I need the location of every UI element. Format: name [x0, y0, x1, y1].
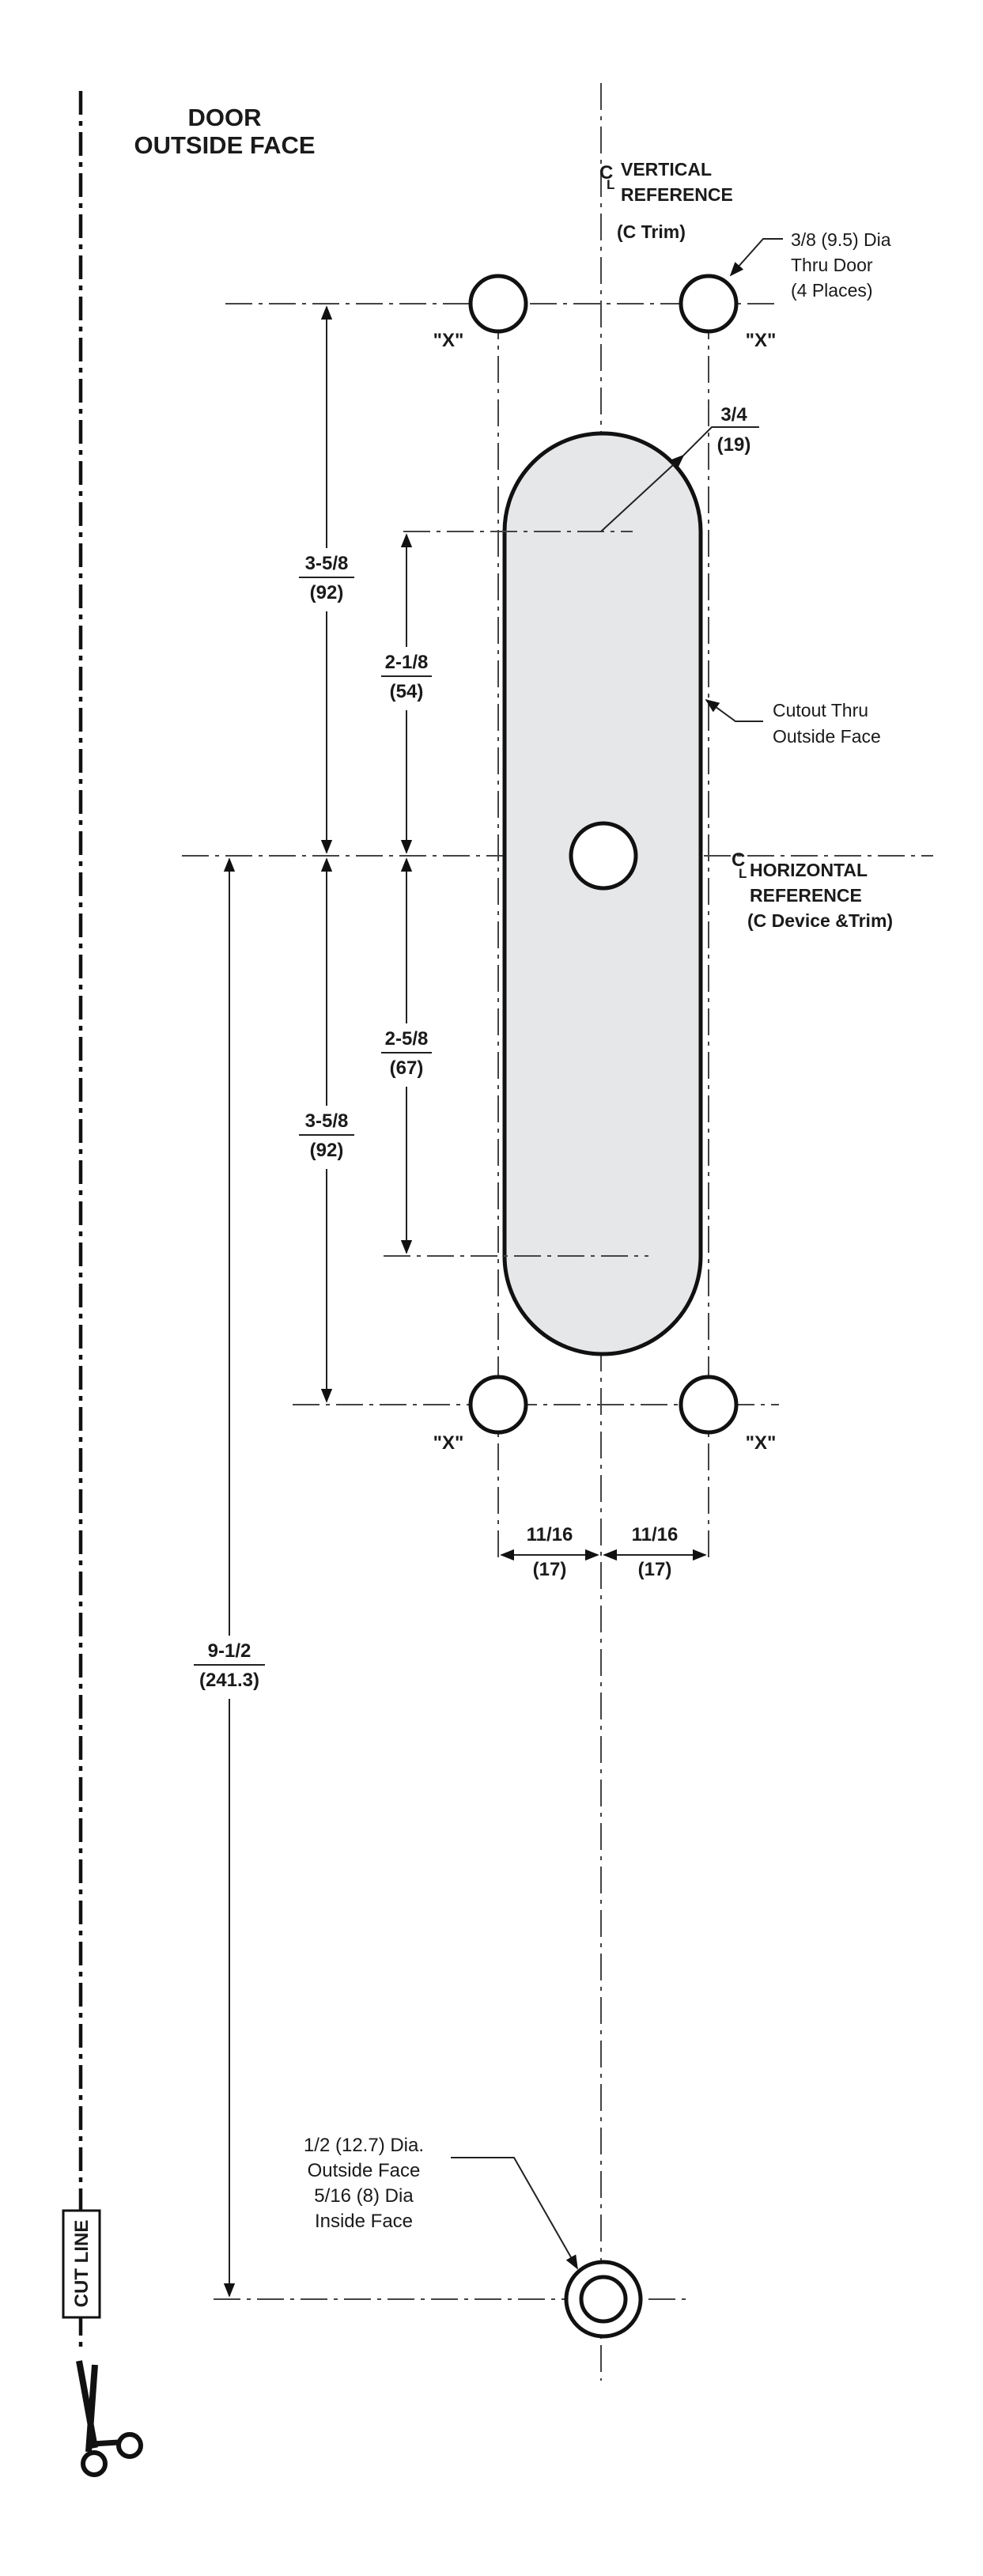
vertical-cl-sub: L	[607, 177, 614, 192]
vertical-cl-symbol: C	[599, 162, 613, 183]
bottom-hole-note: 1/2 (12.7) Dia. Outside Face 5/16 (8) Di…	[304, 2135, 578, 2270]
bottom-hole-line4: Inside Face	[315, 2211, 413, 2232]
through-holes-line3: (4 Places)	[791, 280, 873, 301]
dim-upper-inner-gap	[369, 647, 444, 710]
dim-left-offset: 11/16 (17)	[500, 1524, 599, 1580]
scissors-icon	[76, 2360, 143, 2477]
horizontal-reference-label: C L HORIZONTAL REFERENCE (C Device &Trim…	[732, 849, 893, 931]
dim-overall-gap	[183, 1636, 275, 1699]
through-holes-leader	[729, 238, 783, 277]
dim-overall-inch: 9-1/2	[208, 1640, 251, 1662]
dim-lower-outer-gap	[289, 1106, 365, 1169]
dim-lower-inner: 2-5/8 (67)	[369, 857, 444, 1254]
dim-left-offset-inch: 11/16	[527, 1524, 573, 1545]
horizontal-cl-sub: L	[739, 866, 747, 881]
cut-line-label: CUT LINE	[71, 2220, 93, 2308]
cutout-note: Cutout Thru Outside Face	[705, 698, 881, 747]
dim-upper-outer-inch: 3-5/8	[305, 553, 349, 574]
hole-top-right	[679, 274, 739, 334]
radius-mm: (19)	[717, 434, 751, 456]
dim-left-offset-mm: (17)	[533, 1559, 567, 1580]
horizontal-cl-symbol: C	[732, 849, 745, 871]
horizontal-reference-line2: REFERENCE	[750, 885, 862, 906]
radius-leader-tail	[682, 426, 759, 456]
heading-outside-face: OUTSIDE FACE	[134, 131, 315, 159]
through-holes-note: 3/8 (9.5) Dia Thru Door (4 Places)	[729, 229, 891, 301]
dim-overall-mm: (241.3)	[199, 1670, 259, 1691]
radius-dimension: 3/4 (19)	[600, 404, 759, 532]
cutout-leader	[705, 698, 763, 722]
dim-lower-outer-inch: 3-5/8	[305, 1110, 349, 1132]
dim-upper-outer: 3-5/8 (92)	[289, 305, 365, 854]
vertical-reference-line1: VERTICAL	[621, 159, 712, 180]
bottom-hole-line1: 1/2 (12.7) Dia.	[304, 2135, 424, 2156]
dim-lower-outer-mm: (92)	[310, 1140, 344, 1161]
dim-right-offset: 11/16 (17)	[603, 1524, 707, 1580]
dim-upper-outer-mm: (92)	[310, 582, 344, 603]
x-mark-top-left: "X"	[433, 330, 464, 351]
cutout-note-line2: Outside Face	[773, 726, 881, 747]
center-hole	[569, 821, 638, 891]
heading-door: DOOR	[188, 104, 262, 131]
dim-lower-inner-inch: 2-5/8	[385, 1028, 429, 1050]
vertical-reference-line2: REFERENCE	[621, 184, 733, 205]
dim-upper-inner-mm: (54)	[390, 681, 424, 702]
radius-leader	[600, 454, 685, 532]
dim-right-offset-mm: (17)	[638, 1559, 672, 1580]
bottom-hole-leader	[451, 2157, 578, 2270]
cut-line-box	[62, 2209, 101, 2319]
cutout-note-line1: Cutout Thru	[773, 700, 868, 721]
bottom-hole-inner	[579, 2275, 628, 2324]
dim-upper-inner-inch: 2-1/8	[385, 652, 429, 673]
vertical-reference-trim: (C Trim)	[617, 221, 686, 242]
dim-lower-inner-gap	[369, 1023, 444, 1087]
hole-top-left	[468, 274, 528, 334]
dim-overall: 9-1/2 (241.3)	[183, 857, 275, 2298]
cutout-outline	[502, 431, 703, 1356]
radius-inch: 3/4	[720, 404, 747, 426]
through-holes-line1: 3/8 (9.5) Dia	[791, 229, 891, 250]
bottom-hole-line2: Outside Face	[308, 2160, 421, 2181]
vertical-reference-label: C L VERTICAL REFERENCE (C Trim)	[599, 159, 733, 242]
horizontal-reference-device: (C Device &Trim)	[747, 910, 893, 931]
horizontal-reference-line1: HORIZONTAL	[750, 860, 868, 880]
dim-right-offset-inch: 11/16	[632, 1524, 679, 1545]
through-holes-line2: Thru Door	[791, 255, 873, 275]
hole-bottom-right	[679, 1375, 739, 1435]
x-mark-bottom-right: "X"	[746, 1432, 777, 1454]
x-mark-top-right: "X"	[746, 330, 777, 351]
bottom-hole-line3: 5/16 (8) Dia	[314, 2185, 414, 2207]
x-mark-bottom-left: "X"	[433, 1432, 464, 1454]
dim-lower-outer: 3-5/8 (92)	[289, 857, 365, 1403]
dim-upper-outer-gap	[289, 548, 365, 611]
dim-upper-inner: 2-1/8 (54)	[369, 533, 444, 854]
hole-bottom-left	[468, 1375, 528, 1435]
dim-lower-inner-mm: (67)	[390, 1057, 424, 1079]
